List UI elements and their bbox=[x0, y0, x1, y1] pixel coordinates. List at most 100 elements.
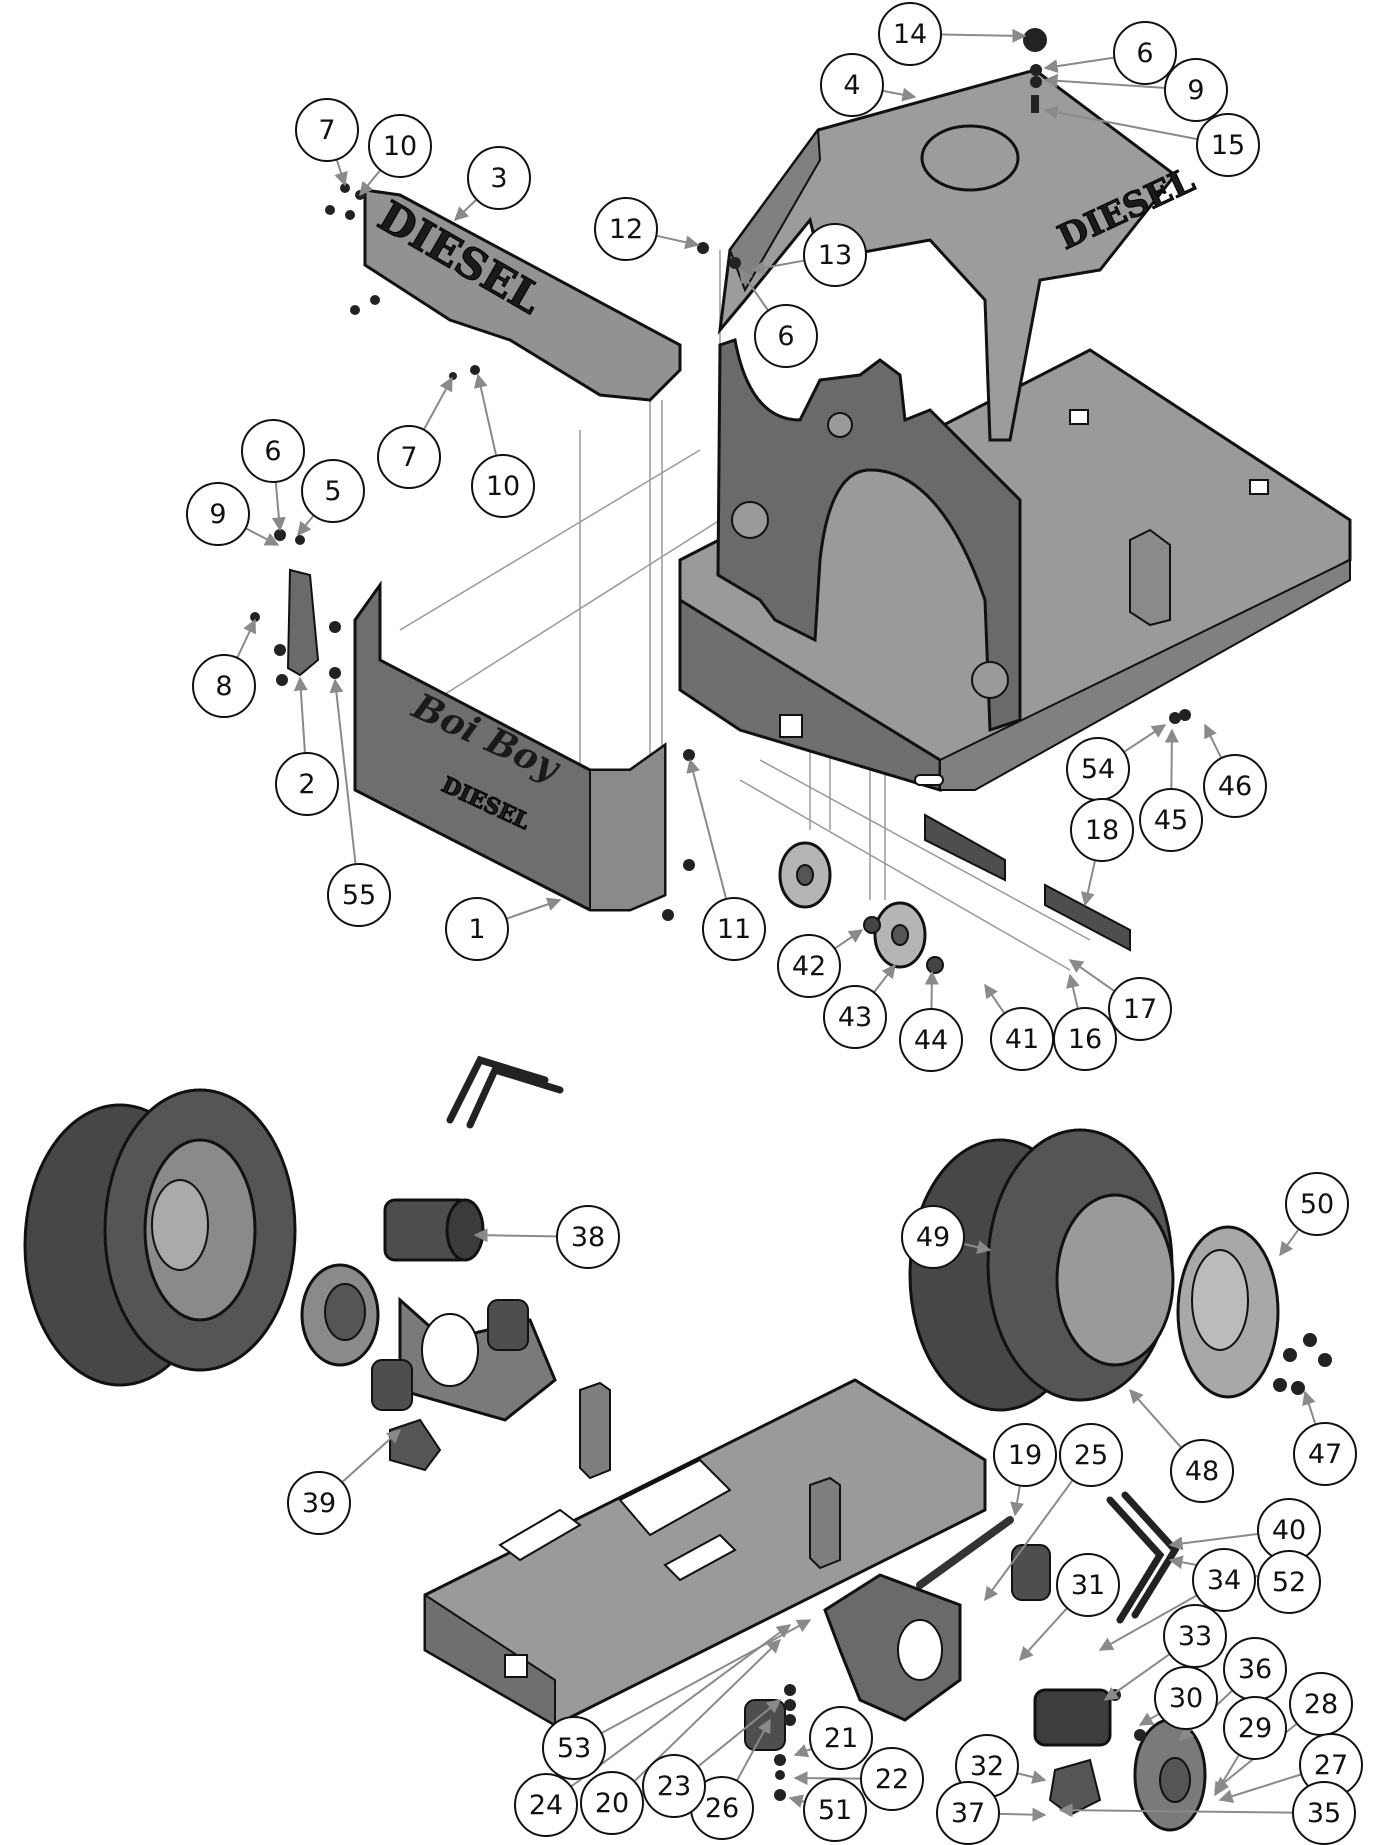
leader-line-15 bbox=[1043, 105, 1197, 140]
callout-45: 45 bbox=[1139, 788, 1203, 852]
callout-3: 3 bbox=[467, 146, 531, 210]
callout-19: 19 bbox=[993, 1423, 1057, 1487]
leader-line-13 bbox=[750, 259, 804, 275]
leader-line-23 bbox=[698, 1699, 782, 1767]
leader-line-10 bbox=[473, 373, 497, 456]
leader-line-38 bbox=[473, 1228, 557, 1243]
leader-line-6 bbox=[1043, 56, 1114, 74]
leader-line-19 bbox=[1010, 1486, 1024, 1517]
left-wheel-motor bbox=[383, 1198, 485, 1262]
callout-leader-lines bbox=[236, 28, 1317, 1822]
callout-28: 28 bbox=[1289, 1672, 1353, 1736]
leader-line-12 bbox=[657, 234, 700, 250]
left-motor-bracket bbox=[371, 1296, 557, 1472]
callout-37: 37 bbox=[936, 1781, 1000, 1845]
callout-41: 41 bbox=[990, 1007, 1054, 1071]
leader-line-53 bbox=[601, 1619, 812, 1734]
callout-33: 33 bbox=[1163, 1604, 1227, 1668]
callout-51: 51 bbox=[803, 1778, 867, 1842]
callout-54: 54 bbox=[1066, 737, 1130, 801]
callout-9: 9 bbox=[186, 482, 250, 546]
left-wheel bbox=[23, 1088, 297, 1387]
bulkhead-panel bbox=[716, 338, 1022, 733]
leader-line-48 bbox=[1129, 1388, 1182, 1448]
idler-pulleys bbox=[778, 841, 944, 974]
leader-line-47 bbox=[1302, 1390, 1317, 1424]
leader-line-4 bbox=[883, 87, 917, 102]
leader-line-32 bbox=[1017, 1770, 1047, 1784]
leader-line-29 bbox=[1214, 1754, 1240, 1797]
callout-6: 6 bbox=[754, 304, 818, 368]
callout-1: 1 bbox=[445, 897, 509, 961]
callout-44: 44 bbox=[899, 1008, 963, 1072]
callout-36: 36 bbox=[1223, 1637, 1287, 1701]
callout-48: 48 bbox=[1170, 1439, 1234, 1503]
callout-10: 10 bbox=[368, 114, 432, 178]
leader-line-8 bbox=[236, 618, 256, 658]
leader-line-30 bbox=[1138, 1712, 1159, 1726]
callout-42: 42 bbox=[777, 934, 841, 998]
leader-line-51 bbox=[788, 1794, 805, 1809]
wheel-bolts bbox=[1273, 1333, 1332, 1395]
callout-53: 53 bbox=[542, 1716, 606, 1780]
leader-line-50 bbox=[1279, 1229, 1300, 1257]
leader-line-7 bbox=[334, 160, 348, 187]
leader-line-21 bbox=[793, 1744, 812, 1758]
leader-line-27 bbox=[1218, 1773, 1301, 1803]
callout-49: 49 bbox=[901, 1205, 965, 1269]
leader-line-44 bbox=[924, 970, 939, 1009]
callout-47: 47 bbox=[1293, 1422, 1357, 1486]
leader-line-10 bbox=[359, 170, 381, 197]
callout-15: 15 bbox=[1196, 113, 1260, 177]
leader-line-34 bbox=[1098, 1594, 1197, 1651]
leader-line-11 bbox=[686, 758, 727, 899]
leader-line-5 bbox=[297, 515, 314, 537]
callout-4: 4 bbox=[820, 53, 884, 117]
callout-11: 11 bbox=[702, 897, 766, 961]
right-wheel bbox=[908, 1128, 1280, 1412]
left-hub bbox=[300, 1263, 380, 1367]
callout-13: 13 bbox=[803, 223, 867, 287]
callout-31: 31 bbox=[1056, 1553, 1120, 1617]
leader-line-35 bbox=[1058, 1803, 1293, 1818]
callout-6: 6 bbox=[241, 419, 305, 483]
leader-line-16 bbox=[1066, 973, 1080, 1009]
leader-line-9 bbox=[245, 527, 280, 546]
tensioner-bars bbox=[924, 813, 1131, 952]
callout-55: 55 bbox=[327, 863, 391, 927]
callout-46: 46 bbox=[1203, 754, 1267, 818]
callout-22: 22 bbox=[860, 1747, 924, 1811]
leader-line-7 bbox=[423, 376, 453, 430]
leader-line-49 bbox=[963, 1240, 992, 1255]
callout-34: 34 bbox=[1192, 1548, 1256, 1612]
leader-line-37 bbox=[999, 1807, 1047, 1822]
callout-18: 18 bbox=[1070, 798, 1134, 862]
callout-25: 25 bbox=[1059, 1423, 1123, 1487]
leader-line-14 bbox=[941, 28, 1027, 43]
callout-35: 35 bbox=[1292, 1781, 1356, 1845]
callout-7: 7 bbox=[377, 425, 441, 489]
callout-16: 16 bbox=[1053, 1007, 1117, 1071]
leader-line-18 bbox=[1080, 860, 1096, 907]
leader-line-17 bbox=[1068, 959, 1115, 992]
leader-line-9 bbox=[1043, 73, 1165, 89]
leader-line-25 bbox=[984, 1480, 1073, 1602]
callout-8: 8 bbox=[192, 654, 256, 718]
callout-50: 50 bbox=[1285, 1172, 1349, 1236]
callout-6: 6 bbox=[1113, 21, 1177, 85]
leader-line-2 bbox=[293, 676, 308, 753]
front-panel: Boi Boy DIESEL bbox=[353, 580, 667, 912]
right-motor-assembly bbox=[744, 1516, 1207, 1832]
callout-52: 52 bbox=[1257, 1550, 1321, 1614]
callout-5: 5 bbox=[301, 459, 365, 523]
leader-line-24 bbox=[571, 1624, 792, 1787]
leader-line-55 bbox=[329, 678, 357, 864]
callout-24: 24 bbox=[514, 1773, 578, 1837]
leader-line-6 bbox=[271, 482, 286, 532]
leader-line-33 bbox=[1103, 1653, 1170, 1701]
leader-line-45 bbox=[1164, 728, 1179, 789]
side-bracket bbox=[286, 568, 320, 677]
leader-line-54 bbox=[1124, 724, 1167, 753]
callout-17: 17 bbox=[1108, 977, 1172, 1041]
